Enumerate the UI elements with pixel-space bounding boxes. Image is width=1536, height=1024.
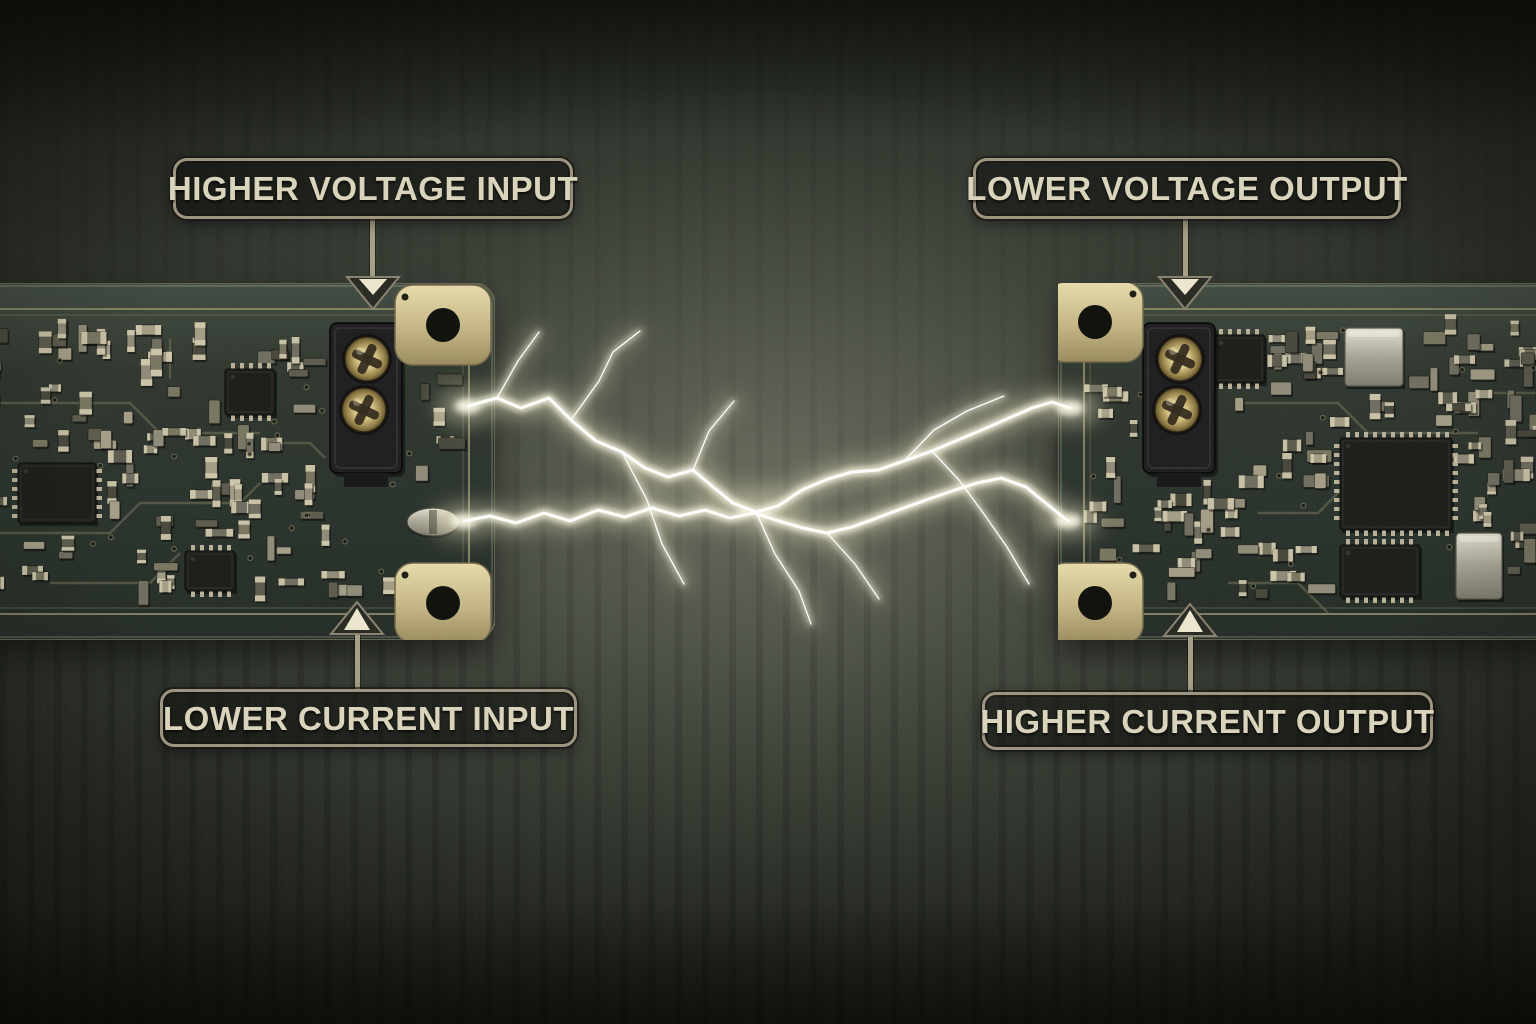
mounting-pad: [1058, 283, 1144, 363]
ic-chip: [224, 363, 277, 421]
circuit-board-left-art: [0, 283, 495, 640]
circuit-board-right-art: [1058, 283, 1536, 640]
leader-line: [370, 219, 375, 276]
callout-higher-current-output: HIGHER CURRENT OUTPUT: [980, 692, 1435, 750]
ic-chip: [1212, 329, 1267, 389]
terminal-block: [329, 322, 405, 487]
callout-lower-voltage-output: LOWER VOLTAGE OUTPUT: [966, 158, 1407, 219]
callout-label: LOWER CURRENT INPUT: [163, 699, 574, 737]
leader-line: [1183, 219, 1188, 276]
circuit-board-left: [0, 283, 495, 640]
arrow-up-icon: [329, 600, 385, 635]
mounting-pad: [394, 562, 492, 640]
callout-lower-current-input: LOWER CURRENT INPUT: [160, 689, 577, 747]
mounting-pad: [1058, 562, 1144, 640]
arrow-down-icon: [345, 276, 401, 311]
callout-label: LOWER VOLTAGE OUTPUT: [966, 170, 1408, 207]
ic-chip: [1339, 539, 1422, 603]
leader-line: [355, 634, 360, 689]
mounting-pad: [394, 284, 492, 366]
callout-label: HIGHER VOLTAGE INPUT: [167, 170, 579, 207]
leader-line: [1188, 636, 1193, 692]
circuit-board-right: [1058, 283, 1536, 640]
arrow-down-icon: [1157, 276, 1213, 311]
callout-label: HIGHER CURRENT OUTPUT: [980, 702, 1435, 740]
callout-higher-voltage-input: HIGHER VOLTAGE INPUT: [168, 158, 578, 219]
ic-chip: [12, 462, 102, 526]
arrow-up-icon: [1162, 602, 1218, 637]
ic-chip: [1334, 432, 1458, 536]
ic-chip: [184, 545, 237, 597]
terminal-block: [1142, 322, 1218, 487]
